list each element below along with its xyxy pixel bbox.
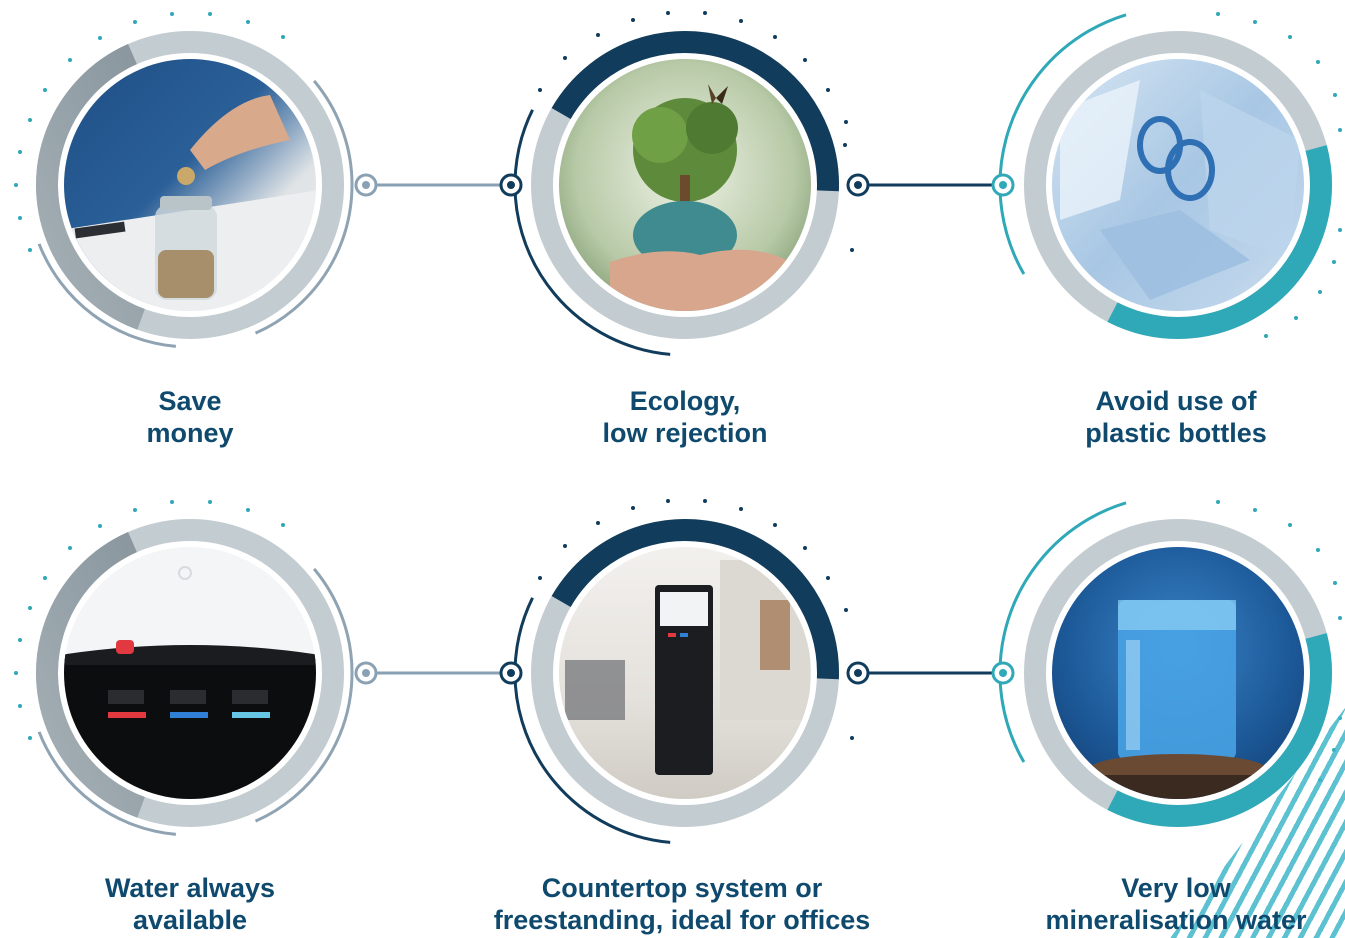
caption-line: Countertop system or bbox=[541, 873, 823, 903]
feature-ecology bbox=[499, 11, 870, 357]
tree-in-hands-photo bbox=[559, 59, 811, 311]
caption-line: low rejection bbox=[602, 418, 768, 448]
feature-caption-countertop: Countertop system or freestanding, ideal… bbox=[492, 872, 872, 936]
dotted-arc bbox=[14, 500, 285, 740]
feature-low-mineralisation bbox=[991, 493, 1345, 853]
feature-caption-save-money: Save money bbox=[0, 385, 380, 449]
dotted-arc bbox=[538, 11, 854, 252]
feature-caption-low-mineralisation: Very low mineralisation water bbox=[986, 872, 1345, 936]
connectors bbox=[366, 183, 1003, 675]
dotted-arc bbox=[14, 12, 285, 252]
dispenser-buttons-photo bbox=[64, 547, 316, 799]
glass-of-water-photo bbox=[1052, 547, 1304, 799]
feature-save-money bbox=[14, 12, 378, 349]
caption-line: money bbox=[146, 418, 234, 448]
feature-plastic-bottles bbox=[991, 5, 1345, 365]
caption-line: freestanding, ideal for offices bbox=[493, 905, 871, 935]
feature-caption-plastic-bottles: Avoid use of plastic bottles bbox=[986, 385, 1345, 449]
dotted-arc bbox=[1216, 12, 1342, 338]
feature-countertop-system bbox=[499, 499, 870, 845]
caption-line: plastic bottles bbox=[1085, 418, 1267, 448]
plastic-bottles-photo bbox=[1052, 59, 1304, 311]
office-dispenser-photo bbox=[559, 547, 811, 799]
caption-line: mineralisation water bbox=[1045, 905, 1307, 935]
feature-water-always-available bbox=[14, 500, 378, 837]
caption-line: Save bbox=[158, 386, 222, 416]
caption-line: Water always bbox=[104, 873, 276, 903]
caption-line: Very low bbox=[1121, 873, 1231, 903]
feature-caption-ecology: Ecology, low rejection bbox=[495, 385, 875, 449]
coin-jar-photo bbox=[64, 59, 316, 311]
caption-line: available bbox=[132, 905, 248, 935]
feature-caption-water-always-available: Water always available bbox=[0, 872, 380, 936]
dotted-arc bbox=[538, 499, 854, 740]
caption-line: Avoid use of bbox=[1095, 386, 1257, 416]
caption-line: Ecology, bbox=[629, 386, 741, 416]
